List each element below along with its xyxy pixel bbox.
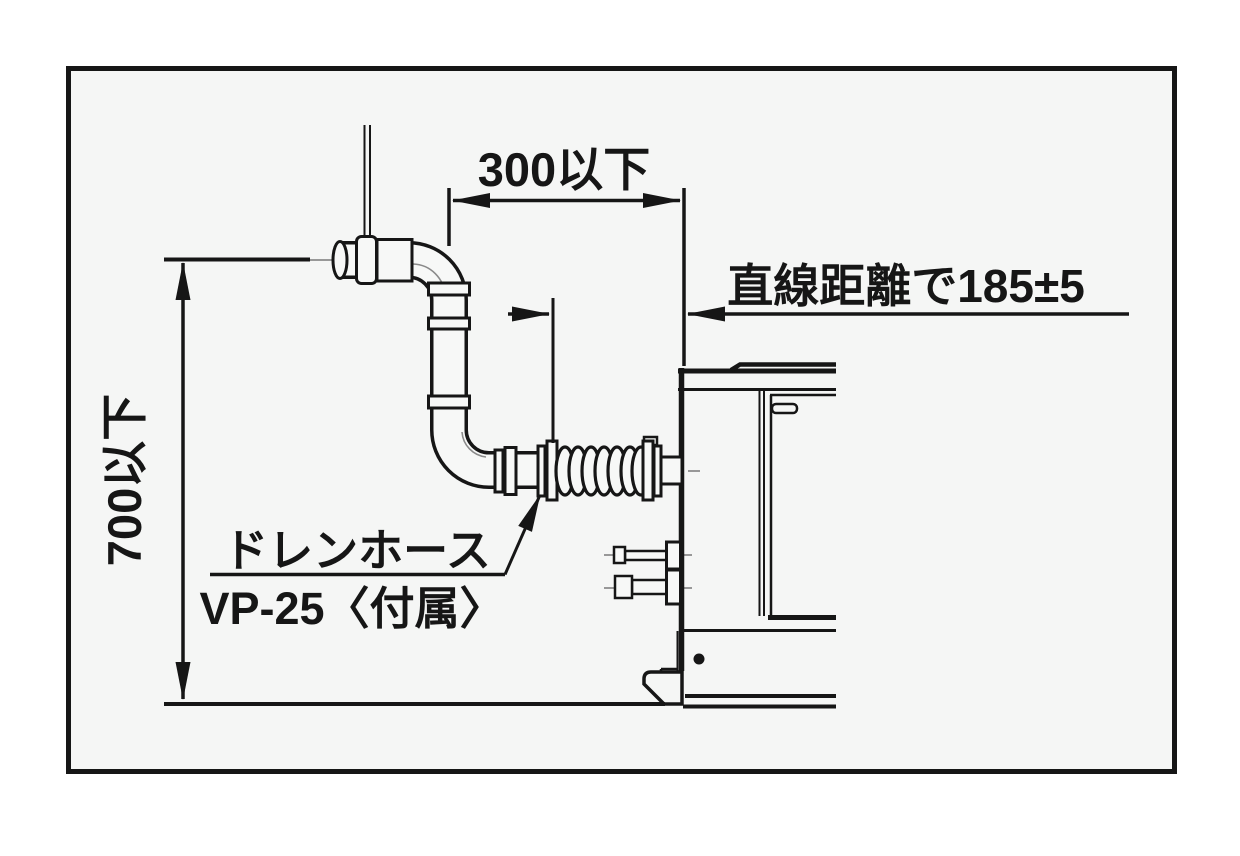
diagram-frame [66,66,1177,774]
pipe-socket [375,238,414,283]
callout-leader-arrow [503,494,542,576]
unit-drain-socket [659,455,684,486]
dimension-700: 700以下 [98,257,665,706]
riser-pipe [363,125,371,240]
refrigerant-pipe-stub-lower [613,568,682,606]
drain-hose-label: ドレンホース [223,525,491,576]
hose-clamp-left [536,439,559,502]
indoor-unit [612,362,836,709]
dimension-700-label: 700以下 [98,394,151,566]
pipe-body [341,244,540,486]
dimension-300-label: 300以下 [478,143,650,196]
drain-hose-callout: ドレンホース VP-25〈付属〉 [199,494,542,634]
dimension-300: 300以下 [447,143,686,366]
pipe-open-end [331,240,349,280]
unit-foot [642,670,684,706]
refrigerant-pipe-stub-upper [612,540,682,571]
pipe-collar [355,235,378,285]
drain-pipe-assembly [331,125,684,502]
dimension-185-label: 直線距離で185±5 [727,260,1085,312]
hose-clamp-right [641,435,684,502]
unit-bolt-dot [693,653,705,665]
corrugated-drain-hose [554,445,652,497]
dimension-185: 直線距離で185±5 [508,260,1129,443]
unit-bracket [770,402,799,415]
drain-hose-spec-label: VP-25〈付属〉 [199,583,504,634]
